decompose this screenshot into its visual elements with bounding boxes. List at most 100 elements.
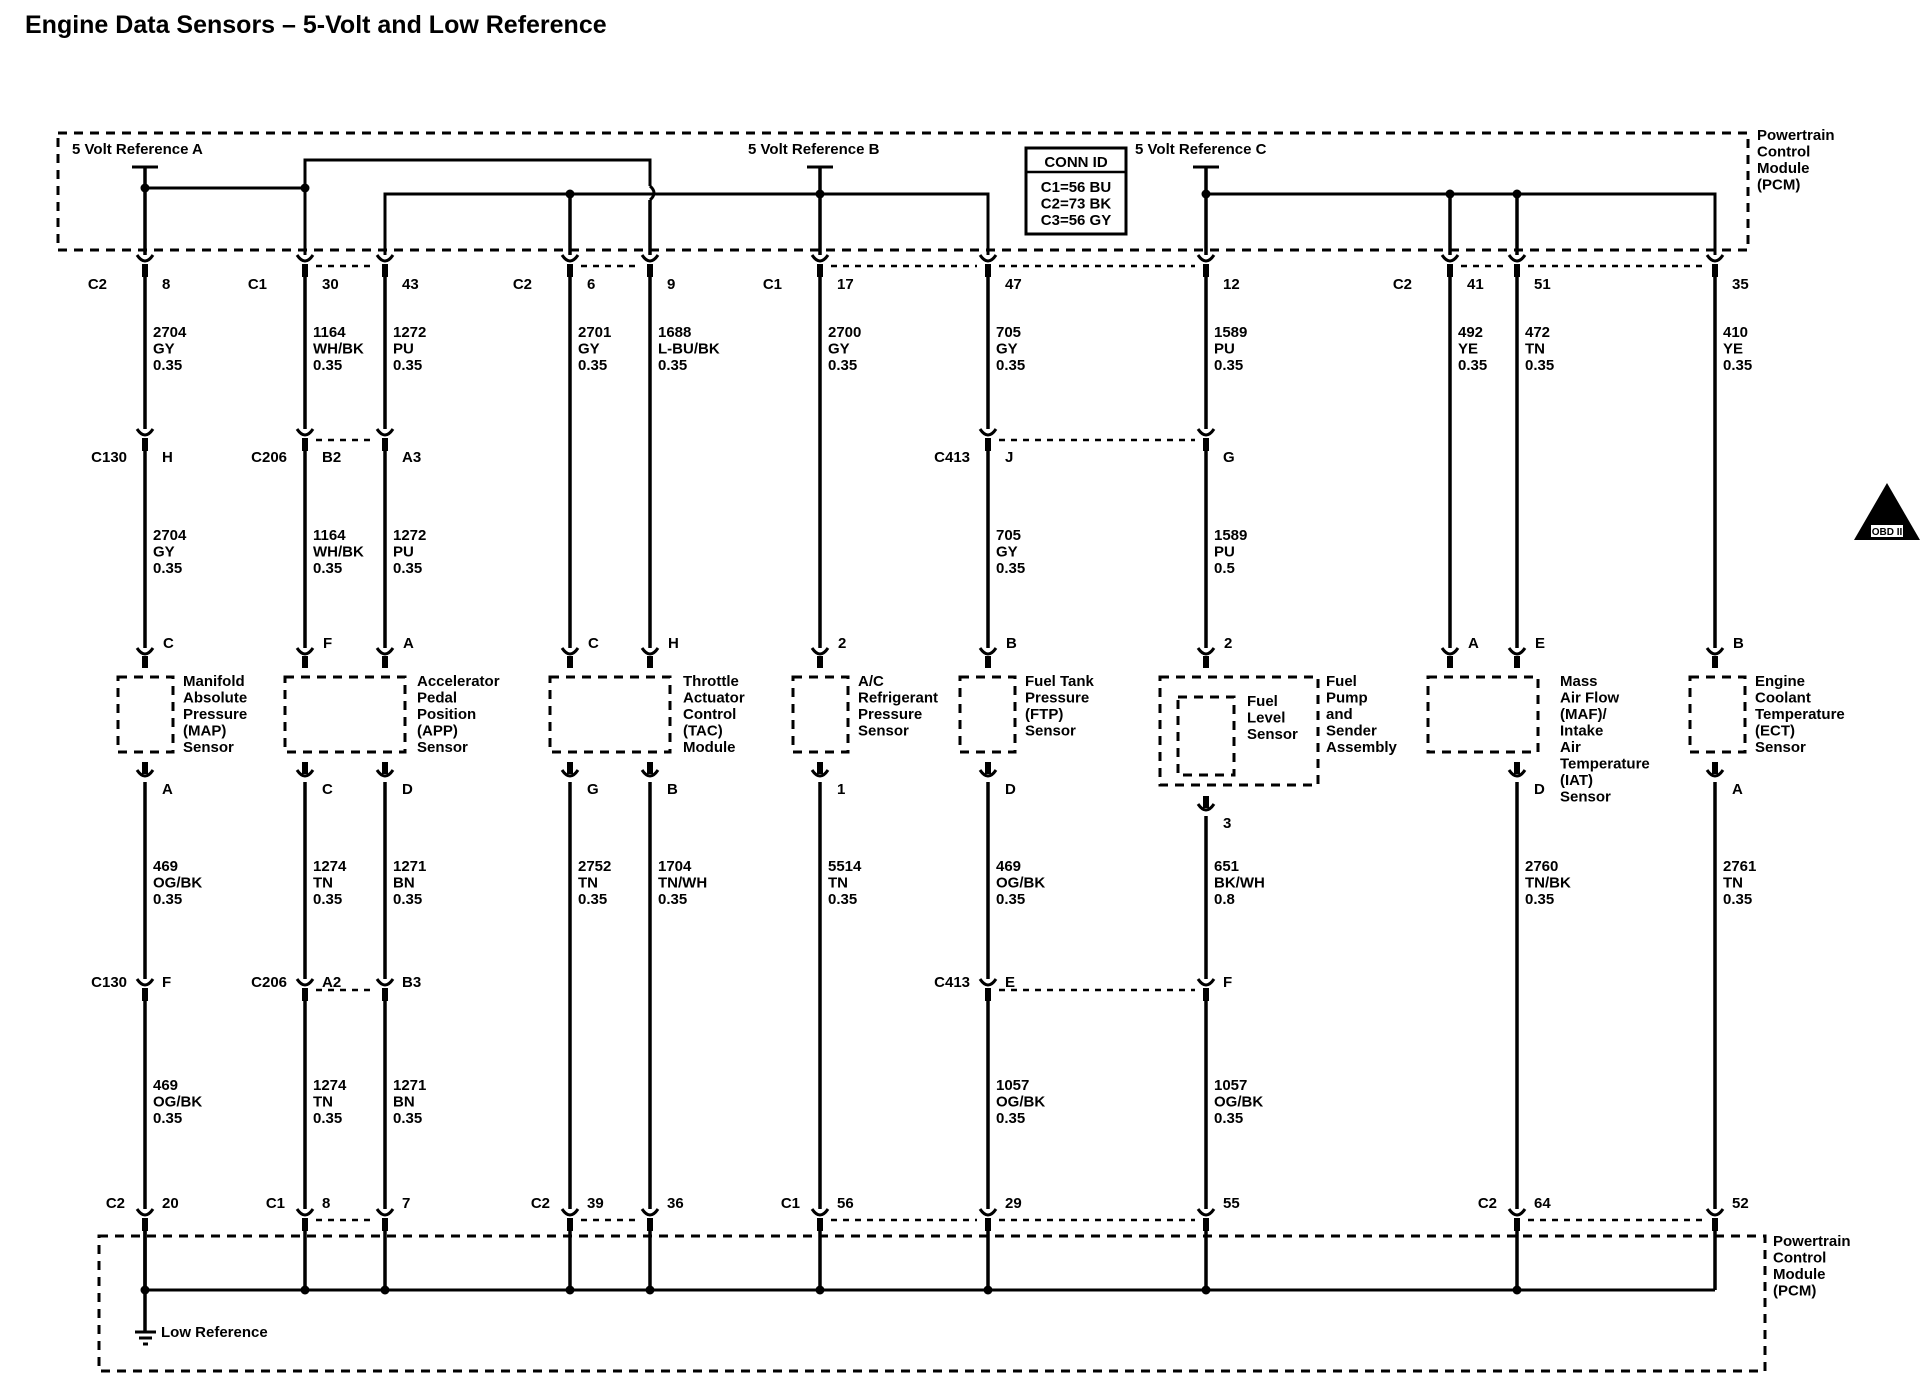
splice-pin: J (1005, 449, 1013, 466)
map-sensor-label: (MAP) (183, 723, 226, 740)
connector-cup (1507, 1208, 1527, 1217)
app-sensor-box (283, 675, 407, 754)
circuit-label-lower-app30: WH/BK (313, 544, 364, 561)
sensor-pin-top (1440, 647, 1460, 668)
sensor-pin-label: 2 (1224, 635, 1232, 652)
splice-dot (140, 183, 150, 193)
maf-sensor-label: Air Flow (1560, 690, 1619, 707)
connector-pin (985, 264, 991, 277)
circuit-label-map5v: 2704 (153, 324, 187, 341)
connector-cup (135, 428, 155, 437)
circuit-label-app30: WH/BK (313, 341, 364, 358)
connector-id: C1 (248, 276, 267, 293)
connector (640, 254, 660, 277)
pcm-top-outline (56, 131, 1750, 252)
pin-number: 56 (837, 1195, 854, 1212)
circuit-label-ac17: GY (828, 341, 850, 358)
connector-pin (1203, 796, 1209, 808)
ect-sensor-box (1688, 675, 1747, 754)
fuel-pump-label: Pump (1326, 690, 1368, 707)
connector-pin (1712, 762, 1718, 774)
connector-pin (567, 762, 573, 774)
connector (295, 254, 315, 277)
tac-module-label: Throttle (683, 673, 739, 690)
sensor-pin-bottom (135, 762, 155, 782)
circuit-label-lower-map5v: 0.35 (153, 560, 182, 577)
sensor-pin-label: A (162, 781, 173, 798)
connector-id: C2 (1393, 276, 1412, 293)
connector-pin (1203, 656, 1209, 668)
circuit-label-ftpD: 469 (996, 858, 1021, 875)
connector-cup (1196, 647, 1216, 656)
maf-sensor-box (1426, 675, 1540, 754)
fuel-pump-label: Fuel (1326, 673, 1357, 690)
connector-cup (1705, 769, 1725, 778)
connector (1440, 254, 1460, 277)
circuit-label-ftpD: OG/BK (996, 875, 1045, 892)
circuit-label-ftp47: GY (996, 341, 1018, 358)
connector-cup (1196, 254, 1216, 263)
connector-cup (375, 647, 395, 656)
ac-sensor-label: A/C (858, 673, 884, 690)
connector-cup (978, 1208, 998, 1217)
pin-number: 52 (1732, 1195, 1749, 1212)
connector-cup (1705, 254, 1725, 263)
circuit-label-lower-app30: 0.35 (313, 560, 342, 577)
circuit-label-tac9: 0.35 (658, 357, 687, 374)
circuit-label-lower-fuel3: 1057 (1214, 1077, 1247, 1094)
maf-sensor-label: Mass (1560, 673, 1598, 690)
connector-cup (978, 428, 998, 437)
maf-sensor-label: Temperature (1560, 756, 1650, 773)
splice-pin: F (1223, 974, 1232, 991)
circuit-label-lower-appC: TN (313, 1094, 333, 1111)
circuit-label-mapA: 0.35 (153, 891, 182, 908)
connector-cup (135, 1208, 155, 1217)
connector-pin (302, 438, 308, 451)
circuit-label-lower-fuel3: OG/BK (1214, 1094, 1263, 1111)
connector (640, 1208, 660, 1231)
circuit-label-lower-appD: 0.35 (393, 1110, 422, 1127)
circuit-label-ac1: 5514 (828, 858, 862, 875)
sensor-pin-label: A (1468, 635, 1479, 652)
circuit-label-lower-ftp47: 705 (996, 527, 1021, 544)
sensor-pin-top (560, 647, 580, 668)
pin-number: 8 (162, 276, 170, 293)
app-sensor-label: Sensor (417, 739, 468, 756)
connector-cup (560, 254, 580, 263)
maf-sensor-label: (IAT) (1560, 772, 1593, 789)
connector-id: C2 (88, 276, 107, 293)
sensor-pin-bottom (560, 762, 580, 782)
circuit-label-lower-ftpD: 1057 (996, 1077, 1029, 1094)
connector-cup (295, 254, 315, 263)
circuit-label-mapA: 469 (153, 858, 178, 875)
ref-c-label: 5 Volt Reference C (1135, 141, 1267, 158)
splice-pin: H (162, 449, 173, 466)
circuit-label-lower-ftpD: 0.35 (996, 1110, 1025, 1127)
connector-cup (1507, 254, 1527, 263)
pin-number: 55 (1223, 1195, 1240, 1212)
circuit-label-app43: PU (393, 341, 414, 358)
connector (135, 428, 155, 451)
connector (978, 254, 998, 277)
circuit-label-fuel3: 0.8 (1214, 891, 1235, 908)
ect-sensor-label: Sensor (1755, 739, 1806, 756)
circuit-label-maf41: 0.35 (1458, 357, 1487, 374)
sensor-pin-bottom (375, 762, 395, 782)
connector-pin (302, 762, 308, 774)
splice-pin: A3 (402, 449, 421, 466)
circuit-label-tacB: 0.35 (658, 891, 687, 908)
connector-cup (1196, 428, 1216, 437)
connector-cup (1507, 647, 1527, 656)
splice-connector-id: C130 (91, 974, 127, 991)
circuit-label-lower-mapA: OG/BK (153, 1094, 202, 1111)
sensor-pin-top (1705, 647, 1725, 668)
fuel-level-sensor-box (1176, 695, 1236, 777)
conn-id-row: C1=56 BU (1041, 179, 1111, 196)
connector-pin (142, 1218, 148, 1231)
connector-symbols (135, 254, 1725, 1231)
pcm-top-label: (PCM) (1757, 177, 1800, 194)
connector-cup (1196, 978, 1216, 987)
fuel-level-sensor-label: Fuel (1247, 693, 1278, 710)
circuit-label-lower-app43: 1272 (393, 527, 426, 544)
connector-pin (1712, 656, 1718, 668)
